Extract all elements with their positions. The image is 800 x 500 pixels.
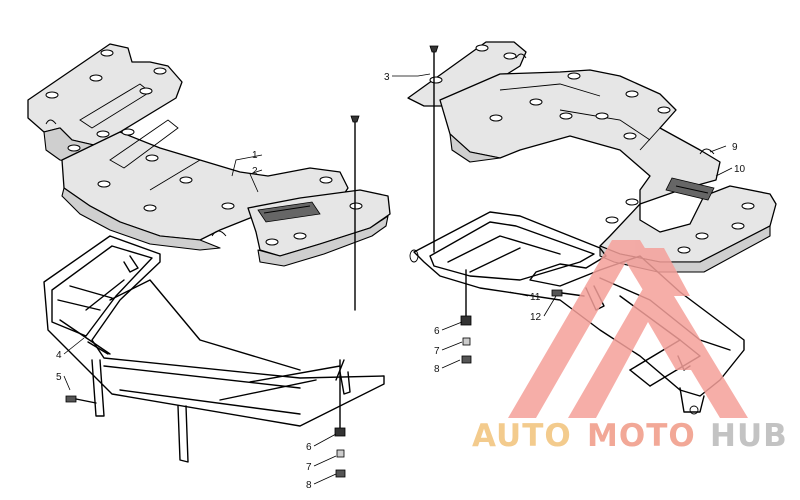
left-rack-cover	[27, 43, 391, 267]
callout-11: 11	[530, 292, 541, 303]
callout-12: 12	[530, 312, 542, 323]
callout-9: 9	[732, 142, 738, 153]
watermark: AUTO MOTO HUB	[472, 240, 788, 454]
left-hardware	[65, 115, 360, 478]
callout-leaders	[63, 73, 733, 485]
left-rack-frame	[43, 235, 385, 463]
callout-2: 2	[252, 166, 258, 177]
watermark-auto: AUTO	[472, 418, 572, 454]
callout-6-left: 6	[306, 442, 312, 453]
callout-7-left: 7	[306, 462, 312, 473]
callout-8-left: 8	[306, 480, 312, 491]
watermark-hub: HUB	[710, 418, 788, 454]
callout-7-right: 7	[434, 346, 440, 357]
callout-6-right: 6	[434, 326, 440, 337]
watermark-logo-icon	[508, 240, 748, 418]
callout-8-right: 8	[434, 364, 440, 375]
callout-3: 3	[384, 72, 390, 83]
callout-5: 5	[56, 372, 62, 383]
callout-1: 1	[252, 150, 258, 161]
callout-labels: 1 2 3 4 5 6 7 8 6 7 8 9 10 11 12	[56, 72, 746, 491]
callout-4: 4	[56, 350, 62, 361]
watermark-moto: MOTO	[587, 418, 696, 454]
right-hardware	[429, 45, 585, 364]
callout-10: 10	[734, 164, 746, 175]
